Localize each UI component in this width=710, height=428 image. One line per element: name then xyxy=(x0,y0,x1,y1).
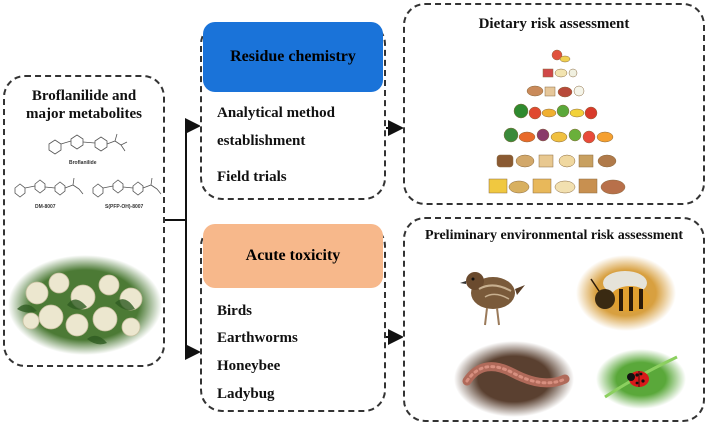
ladybug-icon xyxy=(596,349,686,409)
toxicity-item-birds: Birds xyxy=(217,303,253,319)
honeybee-icon xyxy=(576,255,676,331)
toxicity-item-honeybee: Honeybee xyxy=(217,358,281,374)
main-connector xyxy=(164,126,187,352)
residue-item-establishment: establishment xyxy=(217,133,306,149)
environmental-risk-title: Preliminary environmental risk assessmen… xyxy=(424,228,684,243)
spfp-oh-8007-label: S(PFP-OH)-8007 xyxy=(105,204,144,210)
dietary-risk-title: Dietary risk assessment xyxy=(478,16,630,32)
quail-icon xyxy=(460,272,525,326)
environmental-risk-box: Preliminary environmental risk assessmen… xyxy=(403,217,705,422)
dm8007-label: DM-8007 xyxy=(35,204,56,210)
residue-item-analytical-method: Analytical method xyxy=(217,105,335,121)
spfp-oh-8007-structure-icon xyxy=(92,177,162,198)
toxicity-item-earthworms: Earthworms xyxy=(217,330,298,346)
food-pyramid-icon xyxy=(488,49,626,195)
acute-toxicity-header: Acute toxicity xyxy=(203,224,383,288)
dietary-risk-box: Dietary risk assessment xyxy=(403,3,705,205)
broflanilide-label: Broflanilide xyxy=(69,160,97,166)
dm8007-structure-icon xyxy=(14,177,84,198)
toxicity-item-ladybug: Ladybug xyxy=(217,386,275,402)
broflanilide-structure-icon xyxy=(48,133,128,155)
compound-panel: Broflanilide and major metabolites Brofl… xyxy=(3,75,165,367)
residue-item-field-trials: Field trials xyxy=(217,169,287,185)
earthworm-icon xyxy=(454,341,574,417)
compound-panel-title-line1: Broflanilide and xyxy=(31,88,137,104)
residue-chemistry-header: Residue chemistry xyxy=(203,22,383,92)
compound-panel-title-line2: major metabolites xyxy=(26,106,142,122)
cauliflower-icon xyxy=(8,255,162,355)
